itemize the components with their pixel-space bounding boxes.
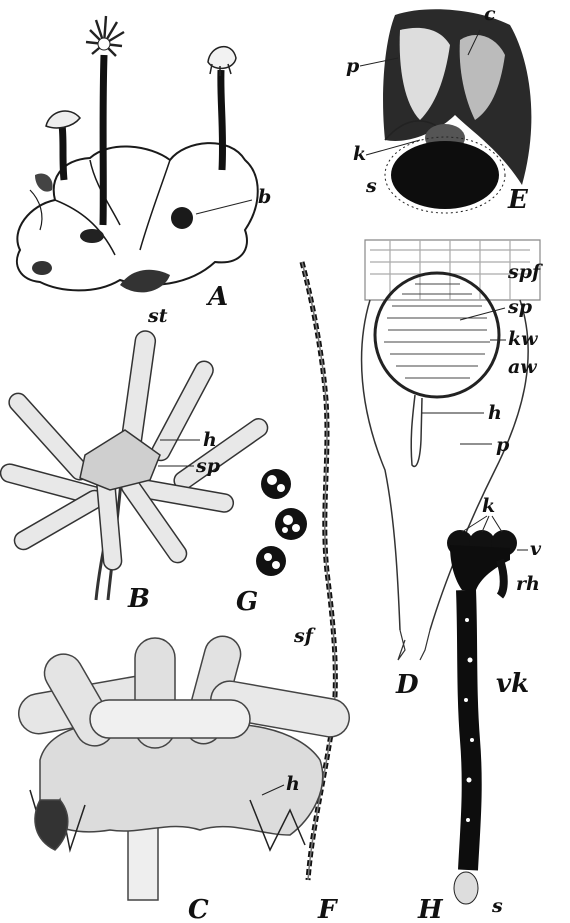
panel-g-illustration <box>256 469 307 576</box>
panel-c-label-h: h <box>286 773 300 795</box>
panel-h-label-rh: rh <box>516 573 540 595</box>
panel-d-label-sp: sp <box>507 296 533 318</box>
panel-a-letter: A <box>205 282 228 312</box>
panel-e-label-p: p <box>346 55 360 77</box>
panel-h-label-v: v <box>530 538 542 560</box>
panel-c-illustration <box>16 632 353 900</box>
panel-c-letter: C <box>188 895 209 923</box>
panel-h-label-s: s <box>491 895 503 917</box>
panel-e-label-k: k <box>353 143 366 165</box>
panel-c-label-sf: sf <box>293 625 316 647</box>
panel-e-label-c: c <box>484 3 496 25</box>
panel-d-label-kw: kw <box>508 328 538 350</box>
panel-h-letter: H <box>417 895 444 923</box>
panel-f-letter: F <box>317 895 338 923</box>
panel-d-label-p: p <box>496 434 510 456</box>
panel-e-letter: E <box>507 185 529 215</box>
panel-h-label-k: k <box>482 495 495 517</box>
panel-h-label-vk: vk <box>496 669 529 699</box>
panel-d-label-aw: aw <box>508 356 537 378</box>
panel-a-illustration <box>17 16 258 292</box>
panel-d-label-h: h <box>488 402 502 424</box>
panel-e-label-s: s <box>365 175 377 197</box>
panel-b-label-sp: sp <box>195 455 221 477</box>
panel-b-illustration <box>0 330 271 600</box>
panel-b-label-st: st <box>147 305 168 327</box>
panel-g-letter: G <box>236 587 258 617</box>
panel-e-illustration <box>383 9 531 213</box>
panel-a-label-b: b <box>258 186 271 208</box>
panel-b-letter: B <box>127 584 150 614</box>
panel-h-illustration <box>447 530 517 904</box>
panel-d-label-spf: spf <box>507 261 543 283</box>
panel-b-label-h: h <box>203 429 217 451</box>
panel-d-letter: D <box>395 670 419 700</box>
